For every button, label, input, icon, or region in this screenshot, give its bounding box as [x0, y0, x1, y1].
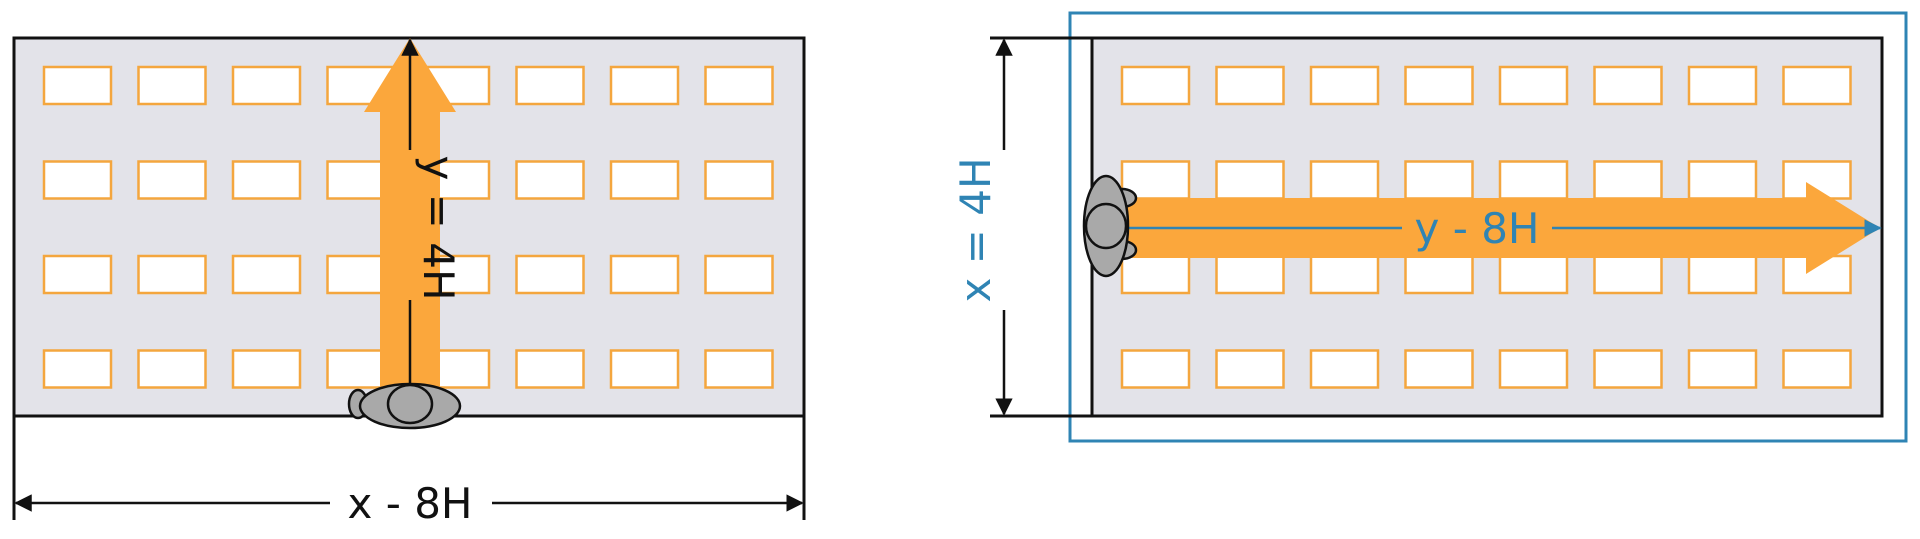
luminaire: [609, 160, 680, 200]
luminaire: [1215, 254, 1285, 295]
luminaire: [137, 254, 207, 295]
right-view-arrow: [1112, 182, 1880, 274]
luminaire: [1120, 349, 1191, 389]
left-view-arrow: [364, 38, 456, 404]
right-diagram: y - 8H x = 4H: [951, 11, 1908, 443]
luminaire: [1782, 65, 1852, 106]
luminaire: [1593, 160, 1663, 200]
luminaire: [231, 160, 302, 200]
luminaire: [137, 349, 207, 389]
luminaire: [1404, 254, 1474, 295]
luminaire: [1782, 349, 1852, 389]
luminaire: [42, 160, 113, 200]
luminaire: [704, 254, 774, 295]
luminaire: [704, 160, 774, 200]
luminaire: [231, 349, 302, 389]
luminaire: [1498, 160, 1569, 200]
luminaire: [1404, 160, 1474, 200]
luminaire: [1498, 349, 1569, 389]
luminaire: [1687, 349, 1758, 389]
left-observer-icon: [347, 382, 462, 430]
luminaire: [1593, 65, 1663, 106]
luminaire: [231, 254, 302, 295]
left-x-label: x - 8H: [347, 479, 472, 528]
luminaire: [1782, 160, 1852, 200]
right-highlight-frame: [1068, 11, 1908, 443]
luminaire: [231, 65, 302, 106]
luminaire: [1404, 349, 1474, 389]
luminaire: [515, 65, 585, 106]
luminaire: [515, 160, 585, 200]
luminaire: [1309, 65, 1380, 106]
luminaire: [1215, 349, 1285, 389]
luminaire: [1215, 160, 1285, 200]
luminaire: [137, 65, 207, 106]
luminaire: [1309, 160, 1380, 200]
left-y-label: y = 4H: [414, 155, 463, 300]
luminaire: [1309, 254, 1380, 295]
luminaire: [1687, 65, 1758, 106]
luminaire: [42, 65, 113, 106]
luminaire: [609, 65, 680, 106]
luminaire: [1215, 65, 1285, 106]
luminaire: [1404, 65, 1474, 106]
luminaire: [1687, 254, 1758, 295]
luminaire: [1687, 160, 1758, 200]
right-x-label: x = 4H: [951, 157, 1000, 302]
luminaire: [515, 254, 585, 295]
right-y-label: y - 8H: [1414, 204, 1539, 253]
left-diagram: y = 4H x - 8H: [12, 36, 806, 528]
luminaire: [609, 349, 680, 389]
luminaire: [1120, 254, 1191, 295]
luminaire: [1593, 254, 1663, 295]
luminaire: [1593, 349, 1663, 389]
luminaire: [515, 349, 585, 389]
luminaire: [1498, 254, 1569, 295]
luminaire: [1309, 349, 1380, 389]
luminaire: [609, 254, 680, 295]
luminaire: [137, 160, 207, 200]
right-observer-icon: [1082, 174, 1138, 278]
luminaire: [704, 349, 774, 389]
luminaire: [42, 254, 113, 295]
luminaire: [42, 349, 113, 389]
luminaire: [704, 65, 774, 106]
luminaire: [1498, 65, 1569, 106]
luminaire: [1120, 65, 1191, 106]
left-luminaire-grid: [42, 65, 774, 389]
